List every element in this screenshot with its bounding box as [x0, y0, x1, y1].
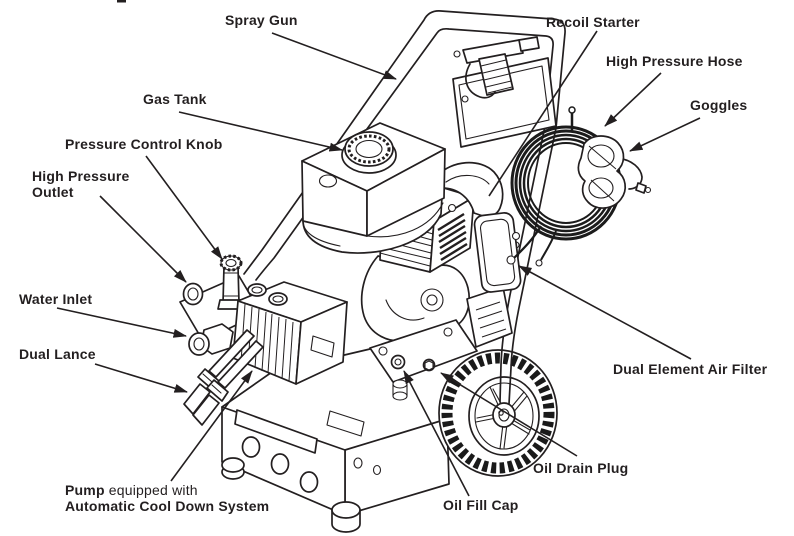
- hose-tail: [540, 230, 557, 261]
- leader-goggles: [629, 117, 701, 152]
- label-pump-line2: Automatic Cool Down System: [65, 498, 270, 514]
- pressure-control-knob-part: [217, 254, 245, 310]
- spray-gun-mount-panel: [452, 57, 557, 148]
- rubber-foot: [331, 501, 361, 533]
- water-inlet-fitting: [188, 323, 234, 356]
- label-oil-fill-cap: Oil Fill Cap: [443, 497, 519, 513]
- pump-body: [232, 281, 348, 385]
- label-recoil-starter: Recoil Starter: [546, 14, 640, 30]
- label-pump-bold: Pump: [65, 482, 105, 498]
- gas-cap: [344, 131, 394, 167]
- label-dual-element-air-filter: Dual Element Air Filter: [613, 361, 768, 377]
- pump-assembly: [179, 254, 348, 426]
- recoil-starter-housing: [436, 161, 504, 218]
- label-dual-lance: Dual Lance: [19, 346, 96, 362]
- tank-vent: [318, 174, 338, 188]
- label-oil-drain-plug: Oil Drain Plug: [533, 460, 629, 476]
- leader-high-pressure-hose: [604, 72, 662, 127]
- leader-gas-tank: [178, 111, 343, 152]
- leader-spray-gun: [271, 32, 397, 80]
- muffler-guard: [466, 286, 513, 348]
- label-goggles: Goggles: [690, 97, 748, 113]
- label-spray-gun: Spray Gun: [225, 12, 298, 28]
- gas-tank-part: [301, 122, 446, 254]
- spray-gun-barrel: [518, 36, 540, 52]
- hose-tail: [513, 225, 542, 259]
- goggles-lens: [587, 144, 615, 168]
- tire-tread: [441, 352, 555, 474]
- goggles-strap: [617, 157, 643, 190]
- label-pump-rest: equipped with: [104, 482, 198, 498]
- air-filter: [473, 212, 522, 293]
- leader-pump: [170, 370, 253, 482]
- leader-dual-element-air-filter: [518, 265, 692, 360]
- leader-recoil-starter: [488, 30, 598, 197]
- base-hole: [241, 436, 261, 458]
- cropped-text-artifact: [117, 0, 126, 3]
- label-pump-line1: Pump equipped with: [65, 482, 269, 498]
- base-slot: [234, 409, 318, 454]
- leader-pressure-control-knob: [145, 155, 223, 260]
- leader-high-pressure-outlet: [99, 195, 187, 283]
- label-water-inlet: Water Inlet: [19, 291, 93, 307]
- label-pressure-control-knob: Pressure Control Knob: [65, 136, 223, 152]
- leader-oil-fill-cap: [403, 370, 470, 497]
- label-high-pressure-outlet-line2: Outlet: [32, 184, 74, 200]
- base-hole: [270, 453, 290, 475]
- label-high-pressure-outlet: High Pressure Outlet: [32, 168, 130, 200]
- oil-fill-cap-part: [390, 354, 406, 370]
- callout-leaders: [56, 30, 701, 497]
- goggles-part: [577, 135, 652, 209]
- leader-oil-drain-plug: [440, 372, 578, 457]
- high-pressure-outlet-fitting: [182, 282, 204, 306]
- goggles-lens: [588, 177, 614, 199]
- base-hole: [299, 471, 319, 493]
- trigger-guard: [465, 63, 496, 99]
- dual-lance-wands: [183, 329, 264, 426]
- label-high-pressure-hose: High Pressure Hose: [606, 53, 743, 69]
- label-gas-tank: Gas Tank: [143, 91, 207, 107]
- spray-gun: [453, 36, 540, 103]
- cart-base: [221, 348, 450, 533]
- leader-dual-lance: [94, 363, 188, 393]
- leader-water-inlet: [56, 307, 187, 338]
- rubber-foot: [221, 457, 245, 480]
- label-high-pressure-outlet-line1: High Pressure: [32, 168, 130, 184]
- label-pump: Pump equipped with Automatic Cool Down S…: [65, 482, 269, 514]
- oil-drain-plug-part: [422, 358, 436, 372]
